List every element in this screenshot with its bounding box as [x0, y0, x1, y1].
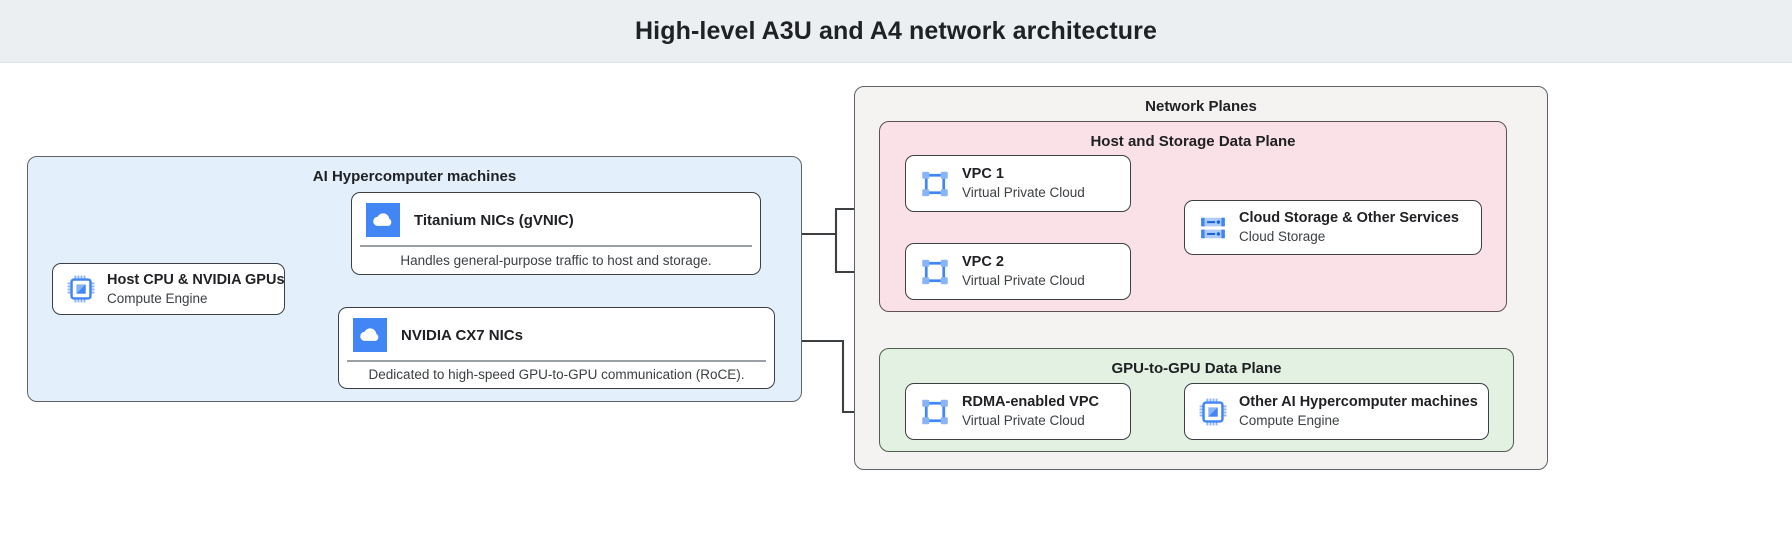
node-subtitle: Virtual Private Cloud	[962, 185, 1085, 201]
vpc-icon	[922, 259, 948, 284]
cloud-icon	[366, 203, 400, 237]
vpc-icon	[922, 399, 948, 424]
group-title-gpu-plane: GPU-to-GPU Data Plane	[1111, 360, 1282, 377]
node-title: NVIDIA CX7 NICs	[401, 326, 523, 344]
group-title-network-planes: Network Planes	[1145, 98, 1257, 115]
node-vpc-1[interactable]: VPC 1 Virtual Private Cloud	[905, 155, 1131, 212]
node-title: Cloud Storage & Other Services	[1239, 210, 1459, 227]
storage-icon	[1201, 217, 1225, 238]
group-title-machines: AI Hypercomputer machines	[312, 168, 517, 185]
node-titanium-nics[interactable]: Titanium NICs (gVNIC) Handles general-pu…	[351, 192, 761, 275]
node-title: VPC 2	[962, 254, 1004, 271]
node-title: Titanium NICs (gVNIC)	[414, 211, 574, 229]
node-subtitle: Compute Engine	[107, 290, 208, 306]
node-rdma-enabled-vpc[interactable]: RDMA-enabled VPC Virtual Private Cloud	[905, 383, 1131, 440]
diagram-header: High-level A3U and A4 network architectu…	[0, 0, 1792, 63]
node-title: RDMA-enabled VPC	[962, 394, 1099, 411]
divider	[347, 360, 766, 362]
node-title: Host CPU & NVIDIA GPUs	[107, 271, 285, 288]
cloud-icon	[353, 318, 387, 352]
node-host-cpu-nvidia-gpus[interactable]: Host CPU & NVIDIA GPUs Compute Engine	[52, 263, 285, 315]
divider	[360, 245, 752, 247]
node-other-ai-hypercomputer-machines[interactable]: Other AI Hypercomputer machines Compute …	[1184, 383, 1489, 440]
node-subtitle: Virtual Private Cloud	[962, 273, 1085, 289]
page-title: High-level A3U and A4 network architectu…	[635, 16, 1157, 45]
node-header: Titanium NICs (gVNIC)	[352, 193, 760, 245]
node-nvidia-cx7-nics[interactable]: NVIDIA CX7 NICs Dedicated to high-speed …	[338, 307, 775, 389]
group-title-host-storage: Host and Storage Data Plane	[1090, 133, 1296, 150]
node-subtitle: Virtual Private Cloud	[962, 413, 1085, 429]
node-title: Other AI Hypercomputer machines	[1239, 394, 1478, 411]
node-cloud-storage-other-services[interactable]: Cloud Storage & Other Services Cloud Sto…	[1184, 200, 1482, 255]
node-subtitle: Compute Engine	[1239, 413, 1340, 429]
chip-icon	[1199, 398, 1227, 425]
chip-icon	[67, 275, 95, 303]
node-description: Dedicated to high-speed GPU-to-GPU commu…	[368, 367, 745, 383]
node-vpc-2[interactable]: VPC 2 Virtual Private Cloud	[905, 243, 1131, 300]
node-description: Handles general-purpose traffic to host …	[400, 252, 712, 268]
vpc-icon	[922, 171, 948, 196]
node-title: VPC 1	[962, 166, 1004, 183]
node-header: NVIDIA CX7 NICs	[339, 308, 774, 360]
node-subtitle: Cloud Storage	[1239, 229, 1326, 245]
